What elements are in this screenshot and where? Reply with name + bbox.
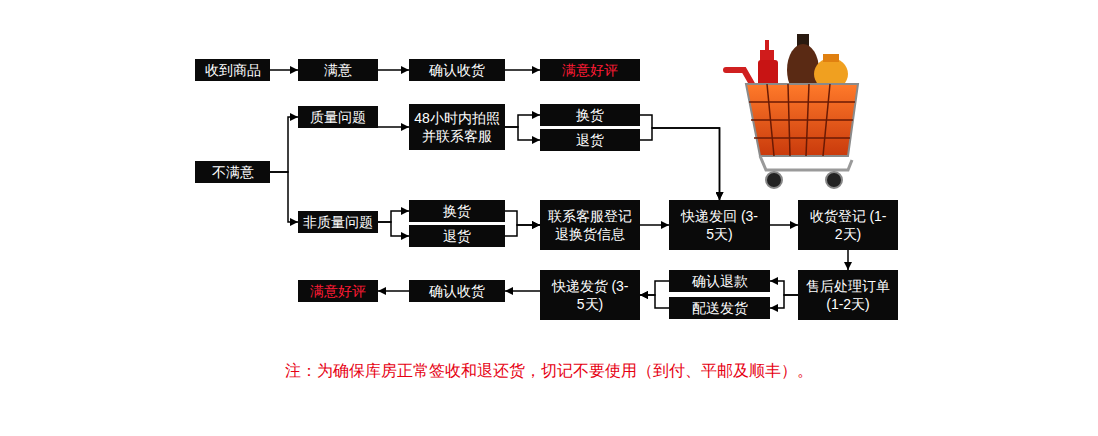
- box-text: 确认收货: [429, 282, 485, 300]
- flow-arrow: [770, 295, 798, 308]
- cart-frame: [760, 156, 852, 170]
- process-box: 48小时内拍照 并联系客服: [409, 104, 505, 150]
- flow-arrow: [270, 117, 298, 172]
- flow-arrow: [270, 172, 298, 222]
- flow-arrow: [378, 126, 409, 128]
- flow-arrow: [505, 69, 540, 71]
- flow-arrow: [505, 115, 540, 127]
- flow-arrow: [378, 222, 409, 236]
- box-text: 不满意: [212, 163, 254, 181]
- shopping-cart: [726, 34, 858, 188]
- orange-jar-lid: [823, 54, 839, 62]
- flow-arrow: [770, 224, 798, 226]
- process-box: 售后处理订单 (1-2天): [798, 270, 898, 320]
- process-box: 收货登记 (1-2天): [798, 200, 898, 250]
- flow-arrow: [770, 281, 798, 295]
- cart-wheel: [766, 172, 782, 188]
- cart-basket: [746, 84, 858, 156]
- process-box: 收到商品: [195, 59, 270, 81]
- box-text: 配送发货: [692, 299, 748, 317]
- flow-arrow: [640, 281, 669, 295]
- flow-arrow: [505, 225, 540, 236]
- box-text: 换货: [443, 202, 471, 220]
- process-box: 换货: [409, 200, 505, 222]
- process-box: 确认收货: [409, 59, 505, 81]
- flow-arrow: [378, 211, 409, 222]
- box-text: 收货登记 (1-2天): [802, 207, 894, 243]
- cart-wheel: [826, 172, 842, 188]
- box-text: 确认收货: [429, 61, 485, 79]
- box-text: 满意: [324, 61, 352, 79]
- process-box: 联系客服登记 退换货信息: [540, 200, 640, 250]
- box-text: 退货: [443, 227, 471, 245]
- flow-arrow: [640, 128, 720, 200]
- box-text: 收到商品: [205, 61, 261, 79]
- flow-arrow: [270, 69, 298, 71]
- box-text: 质量问题: [310, 108, 366, 126]
- process-box: 满意: [298, 59, 378, 81]
- cart-handle: [726, 70, 752, 84]
- basket-grid: [749, 84, 855, 156]
- process-box: 快递发货 (3-5天): [540, 270, 640, 320]
- box-text: 快递发货 (3-5天): [544, 277, 636, 313]
- process-box: 满意好评: [298, 280, 378, 302]
- box-text: 满意好评: [310, 282, 366, 300]
- process-box: 满意好评: [540, 59, 640, 81]
- process-box: 快递发回 (3-5天): [669, 200, 770, 250]
- process-box: 退货: [540, 129, 640, 151]
- process-box: 不满意: [195, 161, 270, 183]
- box-text: 满意好评: [562, 61, 618, 79]
- box-text: 售后处理订单 (1-2天): [802, 277, 894, 313]
- flow-arrow: [378, 290, 409, 292]
- process-box: 换货: [540, 104, 640, 126]
- box-text: 联系客服登记 退换货信息: [544, 207, 636, 243]
- red-bottle-neck: [760, 40, 774, 62]
- flow-arrow: [640, 224, 669, 226]
- flow-arrow: [378, 69, 409, 71]
- box-text: 换货: [576, 106, 604, 124]
- process-box: 确认退款: [669, 270, 770, 292]
- process-box: 退货: [409, 225, 505, 247]
- process-box: 质量问题: [298, 106, 378, 128]
- flow-arrow: [505, 211, 540, 225]
- note-text: 注：为确保库房正常签收和退还货，切记不要使用（到付、平邮及顺丰）。: [0, 360, 1098, 382]
- flow-arrow: [640, 295, 669, 308]
- box-text: 退货: [576, 131, 604, 149]
- box-text: 确认退款: [692, 272, 748, 290]
- process-box: 配送发货: [669, 297, 770, 319]
- flow-arrow: [505, 127, 540, 140]
- process-box: 确认收货: [409, 280, 505, 302]
- box-text: 非质量问题: [303, 213, 373, 231]
- box-text: 快递发回 (3-5天): [673, 207, 766, 243]
- flow-arrow: [505, 290, 540, 292]
- process-box: 非质量问题: [298, 211, 378, 233]
- flow-arrow: [847, 250, 849, 270]
- flow-arrow: [640, 115, 720, 200]
- box-text: 48小时内拍照 并联系客服: [413, 109, 501, 145]
